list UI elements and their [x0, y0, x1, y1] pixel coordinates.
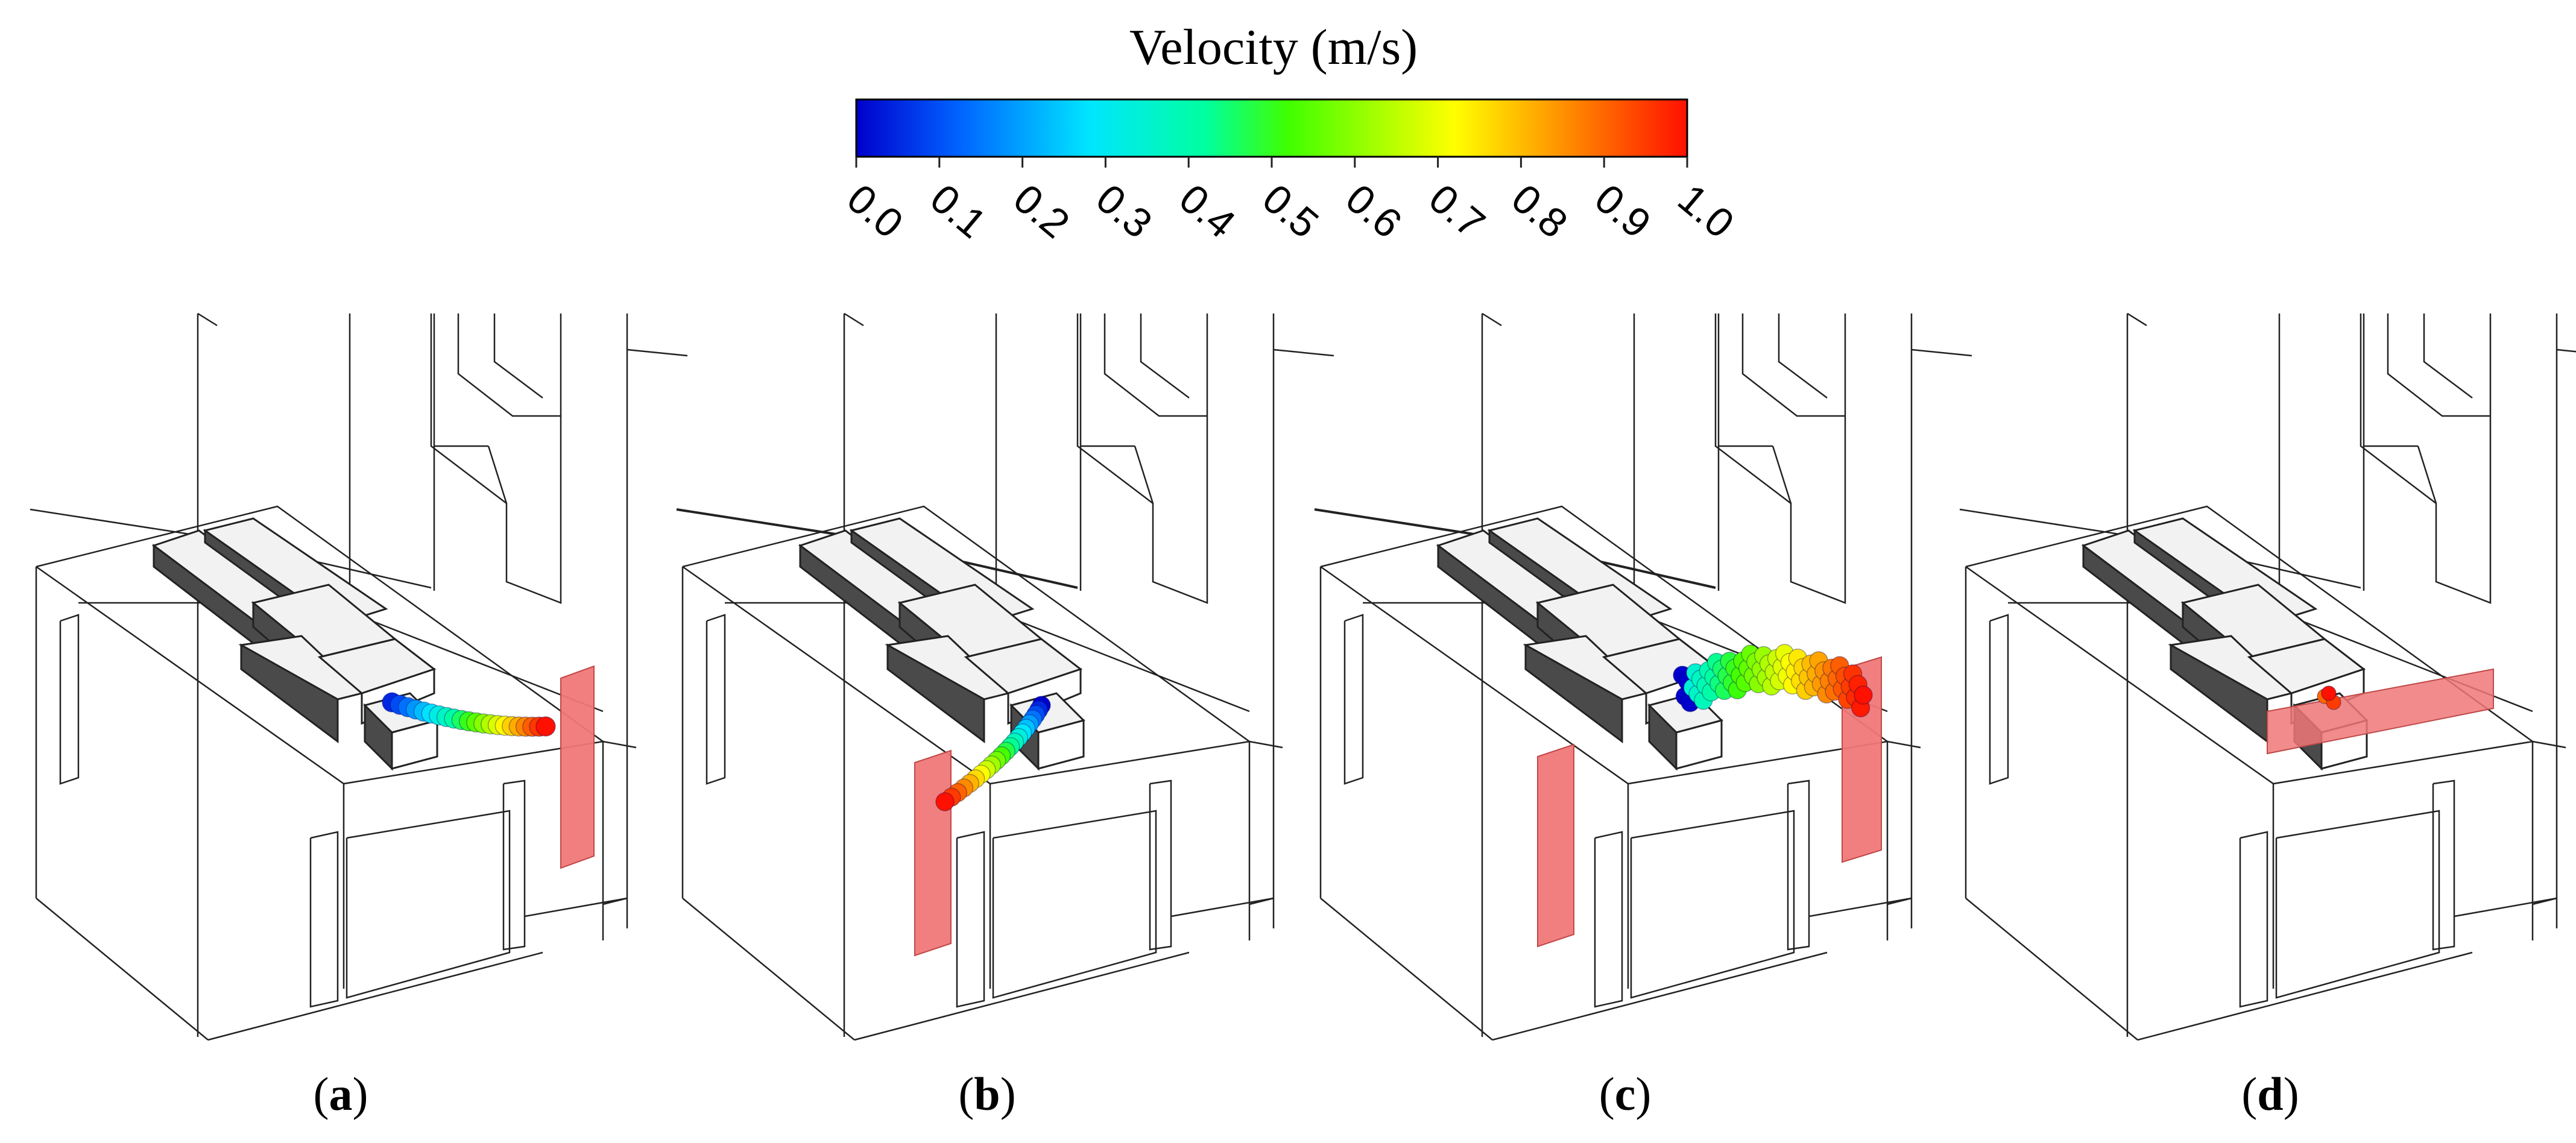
particle-trail	[935, 696, 1051, 811]
duct-outline	[1076, 313, 1208, 604]
duct-edge	[1772, 446, 1792, 504]
wall-edge	[627, 348, 688, 357]
wireframe	[30, 312, 688, 1041]
wireframe	[676, 312, 1334, 1041]
panel-caption-d: (d)	[2241, 1068, 2299, 1120]
panel-caption-letter: a	[329, 1068, 353, 1120]
table-edge	[524, 897, 628, 918]
wall-edge	[844, 312, 864, 327]
front-leg	[1594, 831, 1623, 1008]
carriage-base-side	[240, 643, 339, 743]
panels	[30, 312, 2576, 1041]
rail-assembly	[2081, 517, 2369, 771]
front-leg	[309, 831, 339, 1008]
duct-outline	[2360, 313, 2492, 604]
duct-outline	[1714, 313, 1846, 604]
duct-inner	[1103, 313, 1207, 417]
front-leg	[1787, 779, 1810, 951]
particle	[2321, 685, 2337, 701]
rail-assembly	[798, 517, 1085, 771]
duct-edge	[487, 446, 508, 504]
particle-trail	[2317, 685, 2341, 710]
panel-a	[30, 312, 688, 1041]
rail-assembly	[1436, 517, 1723, 771]
table-edge	[854, 951, 1190, 1041]
panel-b	[676, 312, 1334, 1041]
front-box	[992, 810, 1157, 999]
table-edge	[1320, 898, 1493, 1041]
wall-edge	[1911, 348, 1972, 357]
panel-d	[1959, 312, 2576, 1041]
table-edge	[36, 898, 209, 1041]
panel-caption-b: (b)	[958, 1068, 1016, 1120]
particle-trail	[382, 692, 556, 737]
duct-outline	[430, 313, 562, 604]
colorbar-title: Velocity (m/s)	[1129, 19, 1418, 75]
highlight-plane	[914, 749, 952, 957]
panel-caption-letter: c	[1614, 1068, 1636, 1120]
table-edge	[207, 951, 543, 1041]
table-edge	[602, 740, 637, 749]
end-block-front	[391, 719, 438, 770]
wall-edge	[1482, 312, 1502, 327]
front-box	[2275, 810, 2440, 999]
carriage-base-side	[1524, 643, 1623, 743]
wall-edge	[1273, 348, 1334, 357]
panel-c	[1314, 312, 1972, 1041]
particle	[535, 716, 556, 737]
particle	[1854, 685, 1873, 705]
table-edge	[2454, 897, 2557, 918]
table-edge	[1965, 898, 2138, 1041]
duct-edge	[1134, 446, 1154, 504]
duct-inner	[1140, 313, 1190, 398]
duct-edge	[2417, 446, 2437, 504]
highlight-plane	[560, 665, 595, 869]
duct-inner	[493, 313, 543, 398]
colorbar-tick-marks	[855, 157, 1688, 168]
particle-cloud	[1673, 644, 1873, 717]
front-leg	[502, 779, 526, 951]
colorbar	[855, 98, 1688, 158]
wall-edge	[2127, 312, 2147, 327]
table-edge	[1887, 740, 1921, 749]
rail-assembly	[151, 517, 439, 771]
left-leg	[706, 614, 726, 785]
table-edge	[2532, 740, 2566, 749]
wall-edge	[2556, 348, 2576, 353]
table-edge	[1170, 897, 1274, 918]
duct-inner	[2423, 313, 2473, 398]
duct-inner	[457, 313, 561, 417]
table-edge	[2137, 951, 2473, 1041]
table-edge	[1808, 897, 1912, 918]
duct-inner	[1778, 313, 1828, 398]
particle	[935, 792, 955, 811]
front-leg	[956, 831, 985, 1008]
table-edge	[1249, 740, 1283, 749]
panel-caption-a: (a)	[313, 1068, 368, 1120]
front-leg	[1149, 779, 1172, 951]
panel-caption-letter: d	[2257, 1068, 2284, 1120]
end-block-front	[1675, 719, 1723, 770]
carriage-base-side	[886, 643, 985, 743]
left-leg	[1343, 614, 1364, 785]
front-leg	[2239, 831, 2268, 1008]
table-edge	[1492, 951, 1828, 1041]
end-block-front	[1037, 719, 1085, 770]
panel-caption-letter: b	[974, 1068, 1000, 1120]
left-leg	[59, 614, 80, 785]
front-leg	[2432, 779, 2455, 951]
table-edge	[682, 898, 855, 1041]
highlight-plane	[1537, 743, 1574, 948]
left-leg	[1989, 614, 2009, 785]
highlight-plane	[2267, 668, 2494, 755]
duct-inner	[1741, 313, 1845, 417]
front-box	[1630, 810, 1795, 999]
duct-inner	[2387, 313, 2490, 417]
front-box	[346, 810, 511, 999]
wall-edge	[197, 312, 218, 327]
panel-caption-c: (c)	[1599, 1068, 1652, 1120]
